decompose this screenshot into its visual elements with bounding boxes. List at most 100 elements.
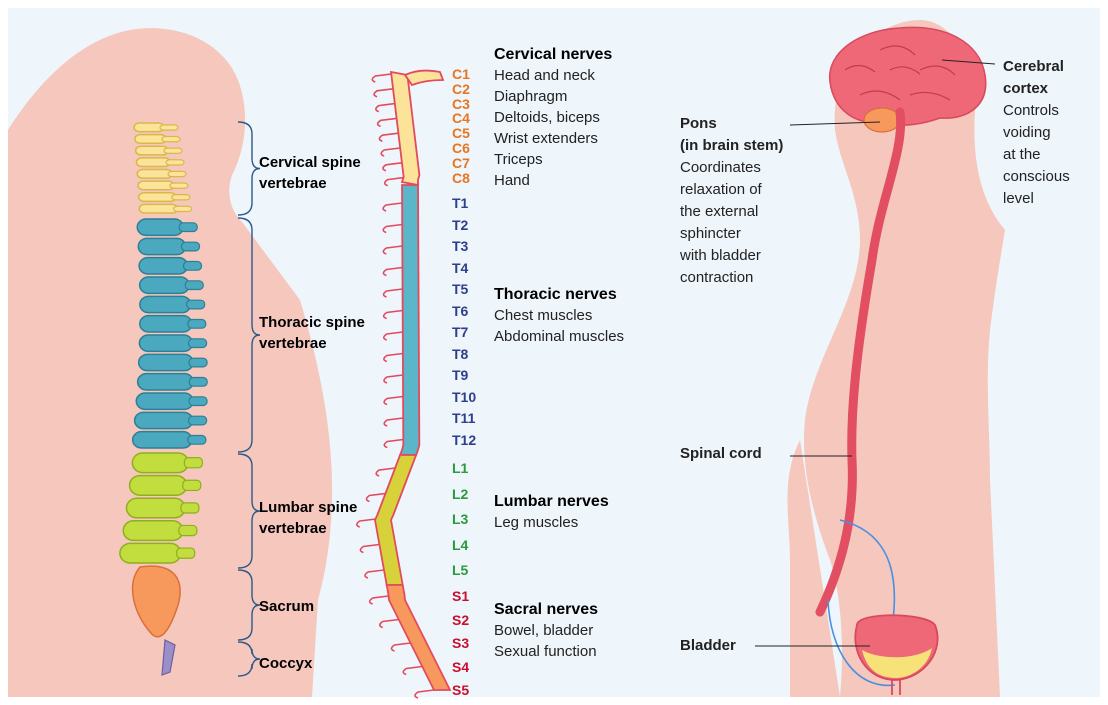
- nerve-root: [372, 74, 391, 82]
- vertebra-level-t8: T8: [452, 344, 468, 365]
- cervical-vertebra-process: [172, 195, 190, 200]
- cervical-vertebra: [138, 181, 174, 190]
- thoracic-vertebra: [135, 412, 193, 428]
- nerve-root: [383, 268, 402, 276]
- nerve-item: Bowel, bladder: [494, 620, 598, 641]
- cervical-vertebra-process: [162, 137, 180, 142]
- nerve-root: [378, 118, 397, 126]
- cervical-vertebra: [136, 146, 168, 155]
- coccyx-bone: [162, 640, 175, 675]
- vertebra-level-l4: L4: [452, 535, 468, 556]
- thoracic-vertebra: [139, 335, 192, 351]
- cervical-vertebra: [135, 135, 166, 144]
- spinal-cord-annotation: Spinal cord: [680, 443, 762, 465]
- cervical-vertebra-process: [174, 206, 192, 211]
- nerve-root: [383, 163, 402, 171]
- nerve-root: [360, 545, 379, 553]
- pons: [864, 108, 900, 132]
- thoracic-vertebra: [139, 354, 193, 370]
- thoracic-nerves-title: Thoracic nerves: [494, 284, 624, 305]
- nerve-root: [415, 690, 434, 698]
- pons-text: Coordinates: [680, 157, 783, 179]
- cortex-title-line1: Cerebral: [1003, 56, 1070, 78]
- nerve-item: Diaphragm: [494, 86, 612, 107]
- nerve-root: [357, 519, 376, 527]
- cervical-nerves-title: Cervical nerves: [494, 44, 612, 65]
- sacrum-bracket: [238, 570, 260, 640]
- cervical-spine-label: Cervical spine vertebrae: [259, 152, 361, 194]
- thoracic-vertebra-process: [187, 300, 205, 309]
- lumbar-spine-line2: vertebrae: [259, 518, 357, 539]
- nerve-item: Abdominal muscles: [494, 326, 624, 347]
- pons-annotation: Pons (in brain stem) Coordinates relaxat…: [680, 113, 783, 289]
- pons-text: contraction: [680, 267, 783, 289]
- vertebra-level-t2: T2: [452, 215, 468, 236]
- vertebra-level-t6: T6: [452, 301, 468, 322]
- lumbar-vertebra: [130, 476, 187, 496]
- cervical-spine-line2: vertebrae: [259, 173, 361, 194]
- brain: [830, 27, 986, 125]
- vertebra-level-l1: L1: [452, 458, 468, 479]
- cortex-title-line2: cortex: [1003, 78, 1070, 100]
- thoracic-spine-line1: Thoracic spine: [259, 312, 365, 333]
- vertebra-level-l5: L5: [452, 560, 468, 581]
- thoracic-bracket: [238, 218, 260, 452]
- thoracic-vertebra: [140, 316, 192, 332]
- lumbar-vertebra-process: [183, 480, 201, 490]
- nerve-root: [383, 225, 402, 233]
- thoracic-vertebra-process: [189, 378, 207, 387]
- nerve-root: [370, 596, 389, 604]
- thoracic-vertebra: [140, 296, 191, 312]
- thoracic-vertebra-process: [179, 223, 197, 232]
- cervical-vertebra: [139, 193, 176, 202]
- lumbar-vertebra-process: [181, 503, 199, 513]
- pons-text: sphincter: [680, 223, 783, 245]
- vertebra-level-s5: S5: [452, 680, 469, 701]
- cerebral-cortex-annotation: Cerebral cortex Controls voiding at the …: [1003, 56, 1070, 210]
- coccyx-line1: Coccyx: [259, 653, 312, 674]
- pons-text: the external: [680, 201, 783, 223]
- thoracic-vertebra: [138, 374, 194, 390]
- pons-title-line1: Pons: [680, 113, 783, 135]
- thoracic-vertebra-process: [185, 281, 203, 290]
- cervical-vertebra-process: [164, 148, 182, 153]
- thoracic-vertebra-process: [182, 242, 200, 251]
- vertebra-level-t10: T10: [452, 387, 476, 408]
- cervical-vertebra: [137, 170, 172, 179]
- thoracic-vertebra-process: [188, 320, 206, 329]
- nerve-root: [384, 311, 403, 319]
- vertebra-level-t7: T7: [452, 322, 468, 343]
- nerve-root: [384, 332, 403, 340]
- lumbar-bracket: [238, 454, 260, 568]
- nerve-item: Chest muscles: [494, 305, 624, 326]
- vertebra-level-t9: T9: [452, 365, 468, 386]
- nerve-item: Deltoids, biceps: [494, 107, 612, 128]
- nerve-root: [374, 89, 393, 97]
- pons-text: relaxation of: [680, 179, 783, 201]
- sacrum-label: Sacrum: [259, 596, 314, 617]
- thoracic-vertebra-process: [189, 416, 207, 425]
- nerve-item: Head and neck: [494, 65, 612, 86]
- vertebra-level-s4: S4: [452, 657, 469, 678]
- vertebra-level-t12: T12: [452, 430, 476, 451]
- lumbar-nerves-group: Lumbar nerves Leg muscles: [494, 491, 609, 533]
- nerve-root: [384, 397, 403, 405]
- vertebra-level-t3: T3: [452, 236, 468, 257]
- nerve-root: [384, 418, 403, 426]
- thoracic-vertebra: [136, 393, 193, 409]
- lumbar-vertebra: [127, 498, 185, 518]
- nerve-root: [379, 133, 398, 141]
- nerve-root: [384, 440, 403, 448]
- cortex-text: voiding: [1003, 122, 1070, 144]
- cervical-vertebra: [136, 158, 170, 167]
- thoracic-vertebra-process: [189, 397, 207, 406]
- sacrum-line1: Sacrum: [259, 596, 314, 617]
- thoracic-vertebra: [133, 432, 192, 448]
- spinal-cord: [820, 112, 901, 612]
- nerve-item: Wrist extenders: [494, 128, 612, 149]
- coccyx-bracket: [238, 642, 260, 676]
- pons-title-line2: (in brain stem): [680, 135, 783, 157]
- pons-text: with bladder: [680, 245, 783, 267]
- thoracic-cord-segment: [400, 185, 419, 455]
- vertebra-level-t11: T11: [452, 408, 475, 429]
